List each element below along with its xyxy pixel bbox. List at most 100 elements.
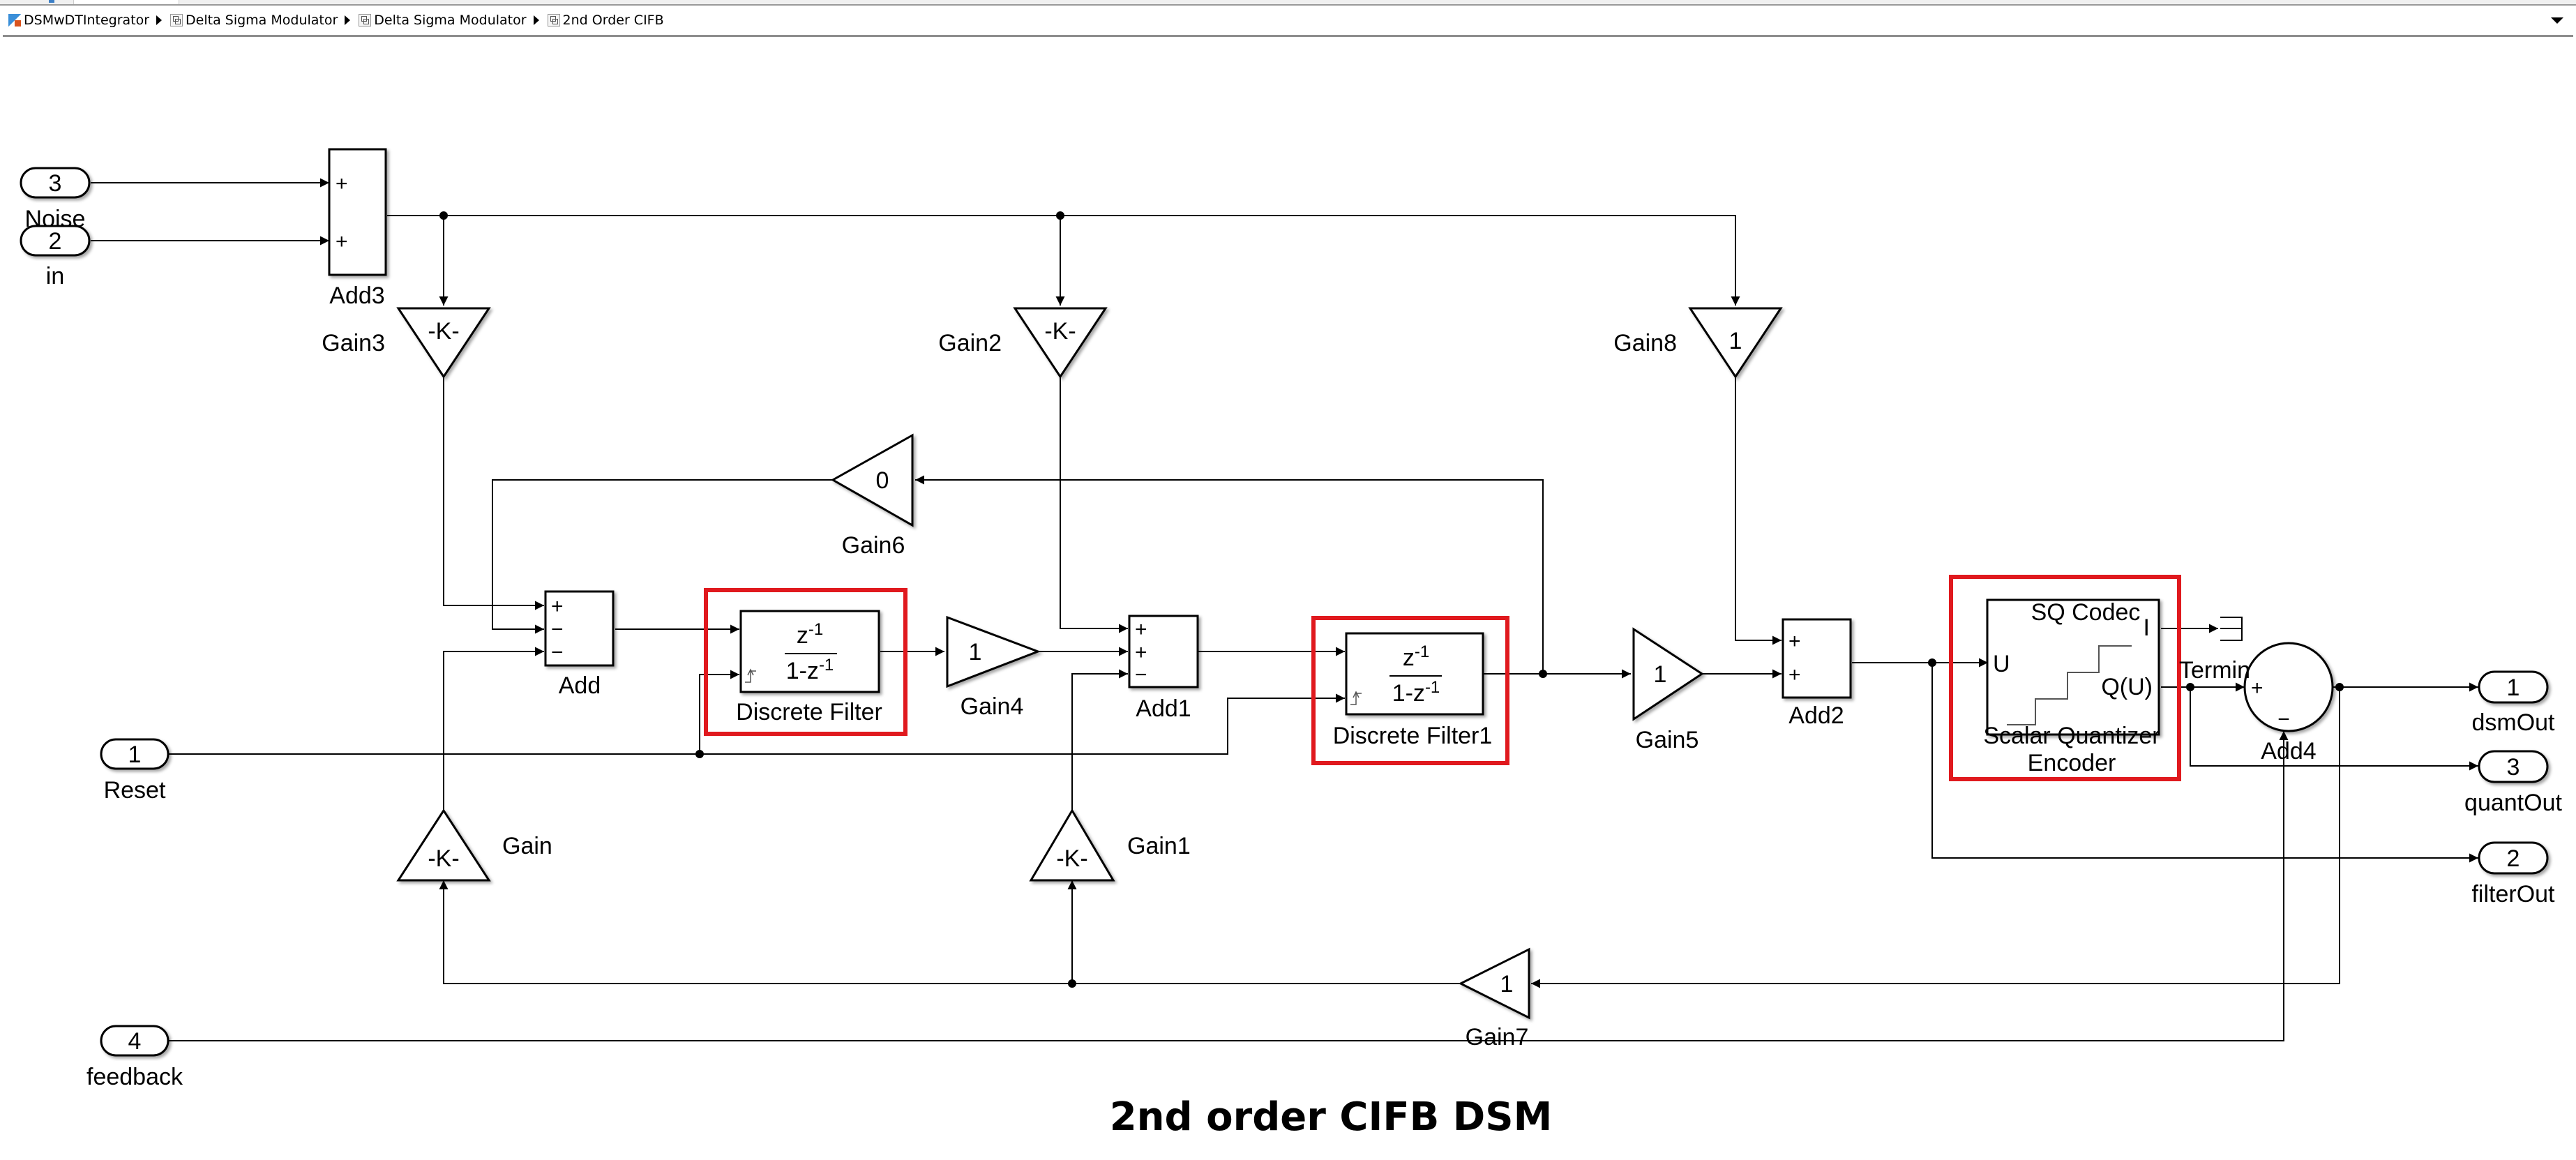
port-label-u: U (1993, 651, 2010, 677)
tab-icon (49, 0, 54, 3)
gain-gain6[interactable]: 0 Gain6 (830, 433, 914, 559)
sum-add1[interactable]: + + − Add1 (1128, 615, 1199, 722)
breadcrumb-item-dsm-inner[interactable]: Delta Sigma Modulator (353, 13, 527, 28)
wire-gain8-to-add2[interactable] (1735, 377, 1782, 645)
quantizer-header: SQ Codec (2031, 599, 2141, 626)
block-name: Encoder (2028, 750, 2116, 776)
sum-sign: + (1135, 641, 1147, 664)
block-name: Gain4 (961, 693, 1024, 720)
outport-quantout[interactable]: 3 quantOut (2464, 750, 2562, 816)
sum-sign: + (2251, 677, 2264, 700)
wire-feedback-to-add4[interactable] (169, 731, 2289, 1041)
wire-reset-to-filter[interactable] (699, 670, 739, 754)
diagram-canvas: 3 Noise 2 in 1 Reset 4 feedback 1 dsmOut… (20, 148, 2562, 1140)
port-name: feedback (86, 1064, 183, 1090)
wire-gain7-to-gain[interactable] (439, 880, 1462, 984)
branch-point (695, 750, 704, 758)
wire-gain2-to-add1[interactable] (1060, 377, 1128, 633)
subsystem-icon (170, 14, 183, 27)
sum-sign: + (1788, 630, 1801, 653)
gain-value: -K- (428, 318, 459, 345)
block-name: Add4 (2261, 738, 2316, 764)
port-name: filterOut (2471, 881, 2555, 907)
sum-add[interactable]: + − − Add (544, 590, 615, 699)
sum-sign: − (1135, 663, 1147, 686)
port-number: 1 (128, 741, 142, 768)
gain-gain7[interactable]: 1 Gain7 (1458, 947, 1530, 1050)
reset-trigger-icon (745, 668, 756, 683)
sum-add4[interactable]: + − Add4 (2243, 642, 2334, 764)
scalar-quantizer-encoder[interactable]: SQ Codec U I Q(U) Scalar Quantizer Encod… (1949, 575, 2181, 781)
breadcrumb-item-root[interactable]: DSMwDTIntegrator (3, 13, 149, 28)
wire-gain3-to-add[interactable] (443, 377, 544, 610)
gain-gain8[interactable]: 1 Gain8 (1613, 307, 1783, 379)
block-name: Gain (502, 833, 552, 859)
wire-gain-to-add[interactable] (443, 647, 544, 811)
port-name: quantOut (2464, 790, 2562, 816)
inport-feedback[interactable]: 4 feedback (86, 1025, 183, 1090)
inport-noise[interactable]: 3 Noise (20, 167, 91, 232)
wire-add4-to-gain7[interactable] (1531, 687, 2340, 988)
sum-add2[interactable]: + + Add2 (1782, 618, 1852, 729)
port-number: 3 (49, 170, 62, 197)
port-label-q: Q(U) (2101, 674, 2153, 700)
wire-gain6-to-add[interactable] (492, 479, 834, 634)
block-name: Termin (2179, 657, 2250, 684)
gain-gain5[interactable]: 1 Gain5 (1632, 627, 1704, 753)
breadcrumb-item-cifb[interactable]: 2nd Order CIFB (542, 13, 664, 28)
wire-add2-to-filterout[interactable] (1931, 663, 2478, 863)
port-number: 4 (128, 1028, 142, 1055)
branch-point (1928, 658, 1936, 667)
gain-value: 1 (1654, 661, 1667, 688)
reset-trigger-icon (1350, 691, 1362, 705)
port-number: 3 (2507, 754, 2520, 781)
branch-point (1068, 979, 1076, 988)
gain-gain3[interactable]: -K- Gain3 (322, 307, 491, 379)
wire-filter1-to-gain6[interactable] (915, 475, 1544, 674)
gain-value: 1 (969, 639, 982, 665)
filter-denominator: 1-z-1 (1392, 678, 1440, 707)
filter-numerator: z-1 (797, 620, 823, 649)
discrete-filter1[interactable]: z-1 1-z-1 Discrete Filter1 (1311, 616, 1509, 765)
gain-value: 0 (876, 467, 889, 494)
model-tab[interactable] (73, 0, 179, 4)
chevron-down-icon[interactable] (2551, 17, 2563, 24)
outport-filterout[interactable]: 2 filterOut (2471, 841, 2555, 907)
port-name: in (46, 263, 64, 289)
inport-reset[interactable]: 1 Reset (100, 738, 170, 804)
outport-dsmout[interactable]: 1 dsmOut (2471, 670, 2555, 736)
breadcrumb-separator-icon (533, 15, 539, 25)
wire-gain1-to-add1[interactable] (1071, 669, 1128, 811)
discrete-filter[interactable]: z-1 1-z-1 Discrete Filter (704, 588, 907, 736)
branch-point (2335, 683, 2344, 691)
breadcrumb-separator-icon (345, 15, 351, 25)
terminator[interactable]: Termin (2179, 617, 2250, 684)
filter-numerator: z-1 (1403, 642, 1429, 671)
branch-point (439, 211, 448, 220)
port-label-i: I (2144, 615, 2150, 641)
sum-add3[interactable]: + + Add3 (328, 148, 387, 309)
block-name: Gain5 (1636, 727, 1699, 753)
wire-add3-to-gain8[interactable] (387, 215, 1740, 306)
sum-sign: + (336, 172, 348, 195)
gain-gain1[interactable]: -K- Gain1 (1029, 808, 1191, 882)
highlight-box (704, 588, 907, 736)
subsystem-icon (359, 14, 372, 27)
highlight-box (1949, 575, 2181, 781)
gain-gain4[interactable]: 1 Gain4 (946, 615, 1041, 720)
sum-sign: − (551, 618, 564, 641)
block-name: Gain6 (842, 532, 905, 559)
sum-sign: + (336, 230, 348, 253)
inport-in[interactable]: 2 in (20, 225, 91, 289)
gain-gain[interactable]: -K- Gain (396, 808, 552, 882)
block-name: Gain2 (938, 330, 1002, 356)
sum-sign: − (551, 641, 564, 664)
block-name: Gain7 (1466, 1024, 1529, 1050)
window-tab-strip (0, 0, 2576, 6)
gain-gain2[interactable]: -K- Gain2 (938, 307, 1108, 379)
block-name: Add1 (1136, 695, 1191, 722)
wire-quantizer-to-quantout[interactable] (2190, 687, 2478, 771)
breadcrumb-item-dsm[interactable]: Delta Sigma Modulator (165, 13, 338, 28)
gain-value: 1 (1729, 328, 1742, 354)
breadcrumb: DSMwDTIntegrator Delta Sigma Modulator D… (3, 6, 2573, 37)
